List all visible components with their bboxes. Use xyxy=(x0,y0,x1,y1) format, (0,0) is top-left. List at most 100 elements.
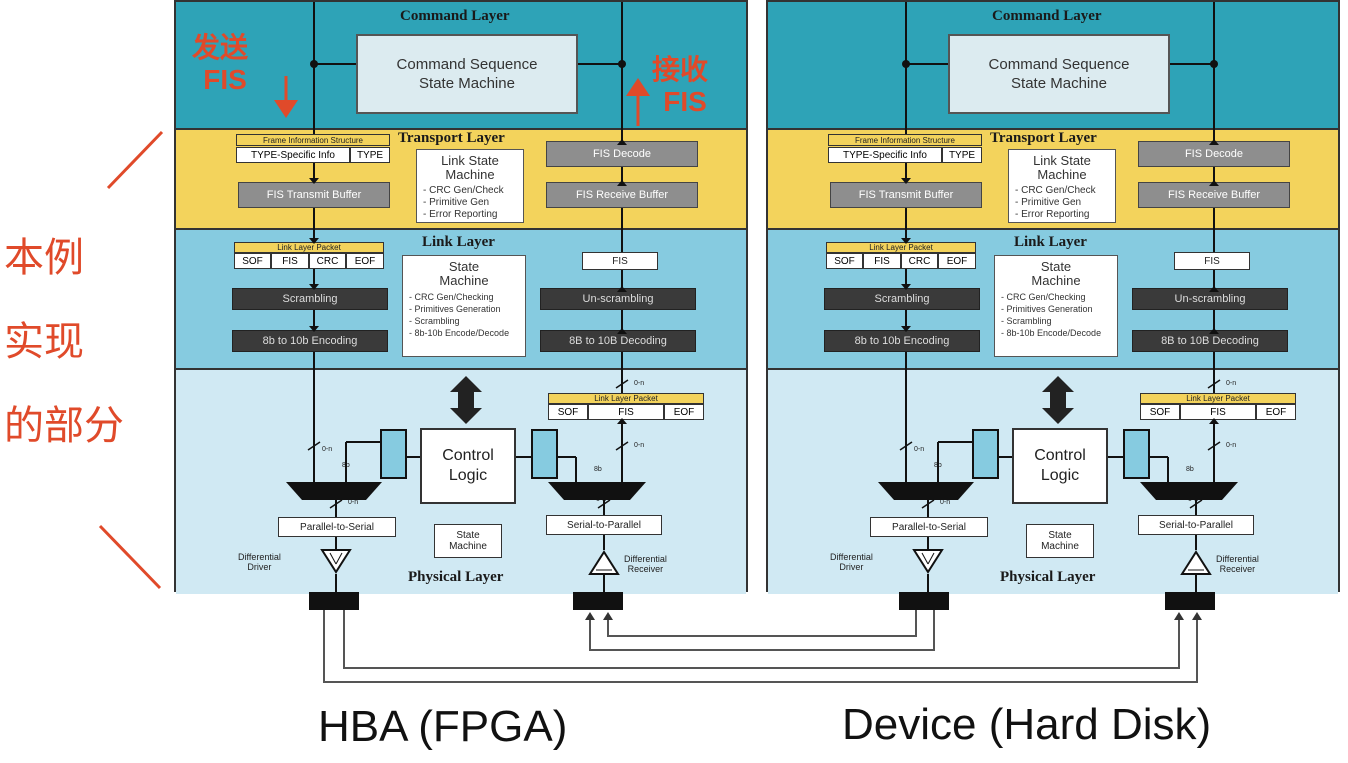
device-tx-connector xyxy=(899,592,949,610)
encoding-block: 8b to 10b Encoding xyxy=(824,330,980,352)
link-sm-item: - CRC Gen/Check xyxy=(423,185,504,196)
decoding-block: 8B to 10B Decoding xyxy=(540,330,696,352)
phy-packet-row: SOF FIS EOF xyxy=(548,404,704,420)
type-cell: TYPE xyxy=(942,147,982,163)
device-rx-connector xyxy=(1165,592,1215,610)
command-box-line2: State Machine xyxy=(419,75,515,92)
sof-cell: SOF xyxy=(826,253,863,269)
receive-fis-annotation: 接收 FIS xyxy=(652,54,708,118)
bus-width-label: 0-n xyxy=(940,499,951,506)
send-fis: FIS xyxy=(203,64,247,95)
phy-packet-row: SOF FIS EOF xyxy=(1140,404,1296,420)
phy-state-machine: State Machine xyxy=(1026,524,1094,558)
phy-packet-header: Link Layer Packet xyxy=(548,393,704,404)
recv-fis: FIS xyxy=(663,86,707,117)
link-sm-item: - Error Reporting xyxy=(1015,209,1090,220)
link-sm-item: - Primitive Gen xyxy=(423,197,490,208)
type-specific-info-cell: TYPE-Specific Info xyxy=(236,147,350,163)
device-caption: Device (Hard Disk) xyxy=(842,700,1212,749)
unscrambling-block: Un-scrambling xyxy=(540,288,696,310)
link-layer-title: Link Layer xyxy=(1014,234,1087,250)
scrambling-block: Scrambling xyxy=(232,288,388,310)
link-layer-sm-item: - CRC Gen/Checking xyxy=(409,292,494,302)
sof-cell: SOF xyxy=(234,253,271,269)
link-packet-header: Link Layer Packet xyxy=(234,242,384,253)
hba-stack-panel: Command Layer Command Sequence State Mac… xyxy=(174,0,748,594)
fis-structure-row: TYPE-Specific Info TYPE xyxy=(236,147,390,163)
bus-width-label: 0-n xyxy=(1226,380,1237,387)
side-annotation-line2: 实现 xyxy=(4,320,84,364)
command-layer-title: Command Layer xyxy=(992,8,1102,24)
phy-packet-header: Link Layer Packet xyxy=(1140,393,1296,404)
scrambling-block: Scrambling xyxy=(824,288,980,310)
link-layer-sm-item: - 8b-10b Encode/Decode xyxy=(1001,328,1102,338)
link-packet-header: Link Layer Packet xyxy=(826,242,976,253)
phy-state-line1: State xyxy=(456,530,480,541)
serial-to-parallel: Serial-to-Parallel xyxy=(546,515,662,535)
link-layer-sm-item: - 8b-10b Encode/Decode xyxy=(409,328,510,338)
link-layer-sm-item: - Primitives Generation xyxy=(1001,304,1093,314)
link-sm-item: - Primitive Gen xyxy=(1015,197,1082,208)
control-logic-line2: Logic xyxy=(1040,467,1080,484)
link-layer-sm-item: - CRC Gen/Checking xyxy=(1001,292,1086,302)
send-label: 发送 xyxy=(192,32,249,63)
phy-eof-cell: EOF xyxy=(1256,404,1296,420)
bus-width-label: 8b xyxy=(1186,466,1194,473)
fis-structure-header: Frame Information Structure xyxy=(236,134,390,146)
side-annotation-line3: 的部分 xyxy=(4,404,124,448)
rx-fis-block: FIS xyxy=(1174,252,1250,270)
fis-structure-header: Frame Information Structure xyxy=(828,134,982,146)
phy-sof-cell: SOF xyxy=(1140,404,1180,420)
phy-state-machine: State Machine xyxy=(434,524,502,558)
fis-transmit-buffer: FIS Transmit Buffer xyxy=(830,182,982,208)
decoding-block: 8B to 10B Decoding xyxy=(1132,330,1288,352)
fis-decode: FIS Decode xyxy=(546,141,698,167)
parallel-to-serial: Parallel-to-Serial xyxy=(870,517,988,537)
fis-structure-row: TYPE-Specific Info TYPE xyxy=(828,147,982,163)
panel-wiring xyxy=(878,2,1238,594)
type-specific-info-cell: TYPE-Specific Info xyxy=(828,147,942,163)
bus-width-label: 8b xyxy=(594,466,602,473)
eof-cell: EOF xyxy=(938,253,976,269)
fis-receive-buffer: FIS Receive Buffer xyxy=(546,182,698,208)
recv-label: 接收 xyxy=(652,54,709,85)
control-logic-box: Control Logic xyxy=(1012,428,1108,504)
device-stack-panel: Command Layer Command Sequence State Mac… xyxy=(766,0,1340,594)
phy-sof-cell: SOF xyxy=(548,404,588,420)
fis-decode: FIS Decode xyxy=(1138,141,1290,167)
encoding-block: 8b to 10b Encoding xyxy=(232,330,388,352)
link-layer-sm-item: - Primitives Generation xyxy=(409,304,501,314)
fis-transmit-buffer: FIS Transmit Buffer xyxy=(238,182,390,208)
fis-receive-buffer: FIS Receive Buffer xyxy=(1138,182,1290,208)
link-packet-row: SOF FIS CRC EOF xyxy=(826,253,976,269)
crc-cell: CRC xyxy=(309,253,346,269)
control-logic-line1: Control xyxy=(442,447,494,464)
control-logic-box: Control Logic xyxy=(420,428,516,504)
side-annotation-line1: 本例 xyxy=(4,236,84,280)
link-packet-row: SOF FIS CRC EOF xyxy=(234,253,384,269)
parallel-to-serial: Parallel-to-Serial xyxy=(278,517,396,537)
phy-state-line2: Machine xyxy=(449,541,487,552)
control-logic-line2: Logic xyxy=(448,467,488,484)
eof-cell: EOF xyxy=(346,253,384,269)
link-layer-sm-item: - Scrambling xyxy=(1001,316,1052,326)
bus-width-label: 0-n xyxy=(322,446,333,453)
control-logic-line1: Control xyxy=(1034,447,1086,464)
crc-cell: CRC xyxy=(901,253,938,269)
serial-to-parallel: Serial-to-Parallel xyxy=(1138,515,1254,535)
hba-caption: HBA (FPGA) xyxy=(318,702,568,751)
panel-wiring xyxy=(286,2,646,594)
command-box-line1: Command Sequence xyxy=(988,56,1130,73)
command-box-line2: State Machine xyxy=(1011,75,1107,92)
fis-cell: FIS xyxy=(271,253,309,269)
